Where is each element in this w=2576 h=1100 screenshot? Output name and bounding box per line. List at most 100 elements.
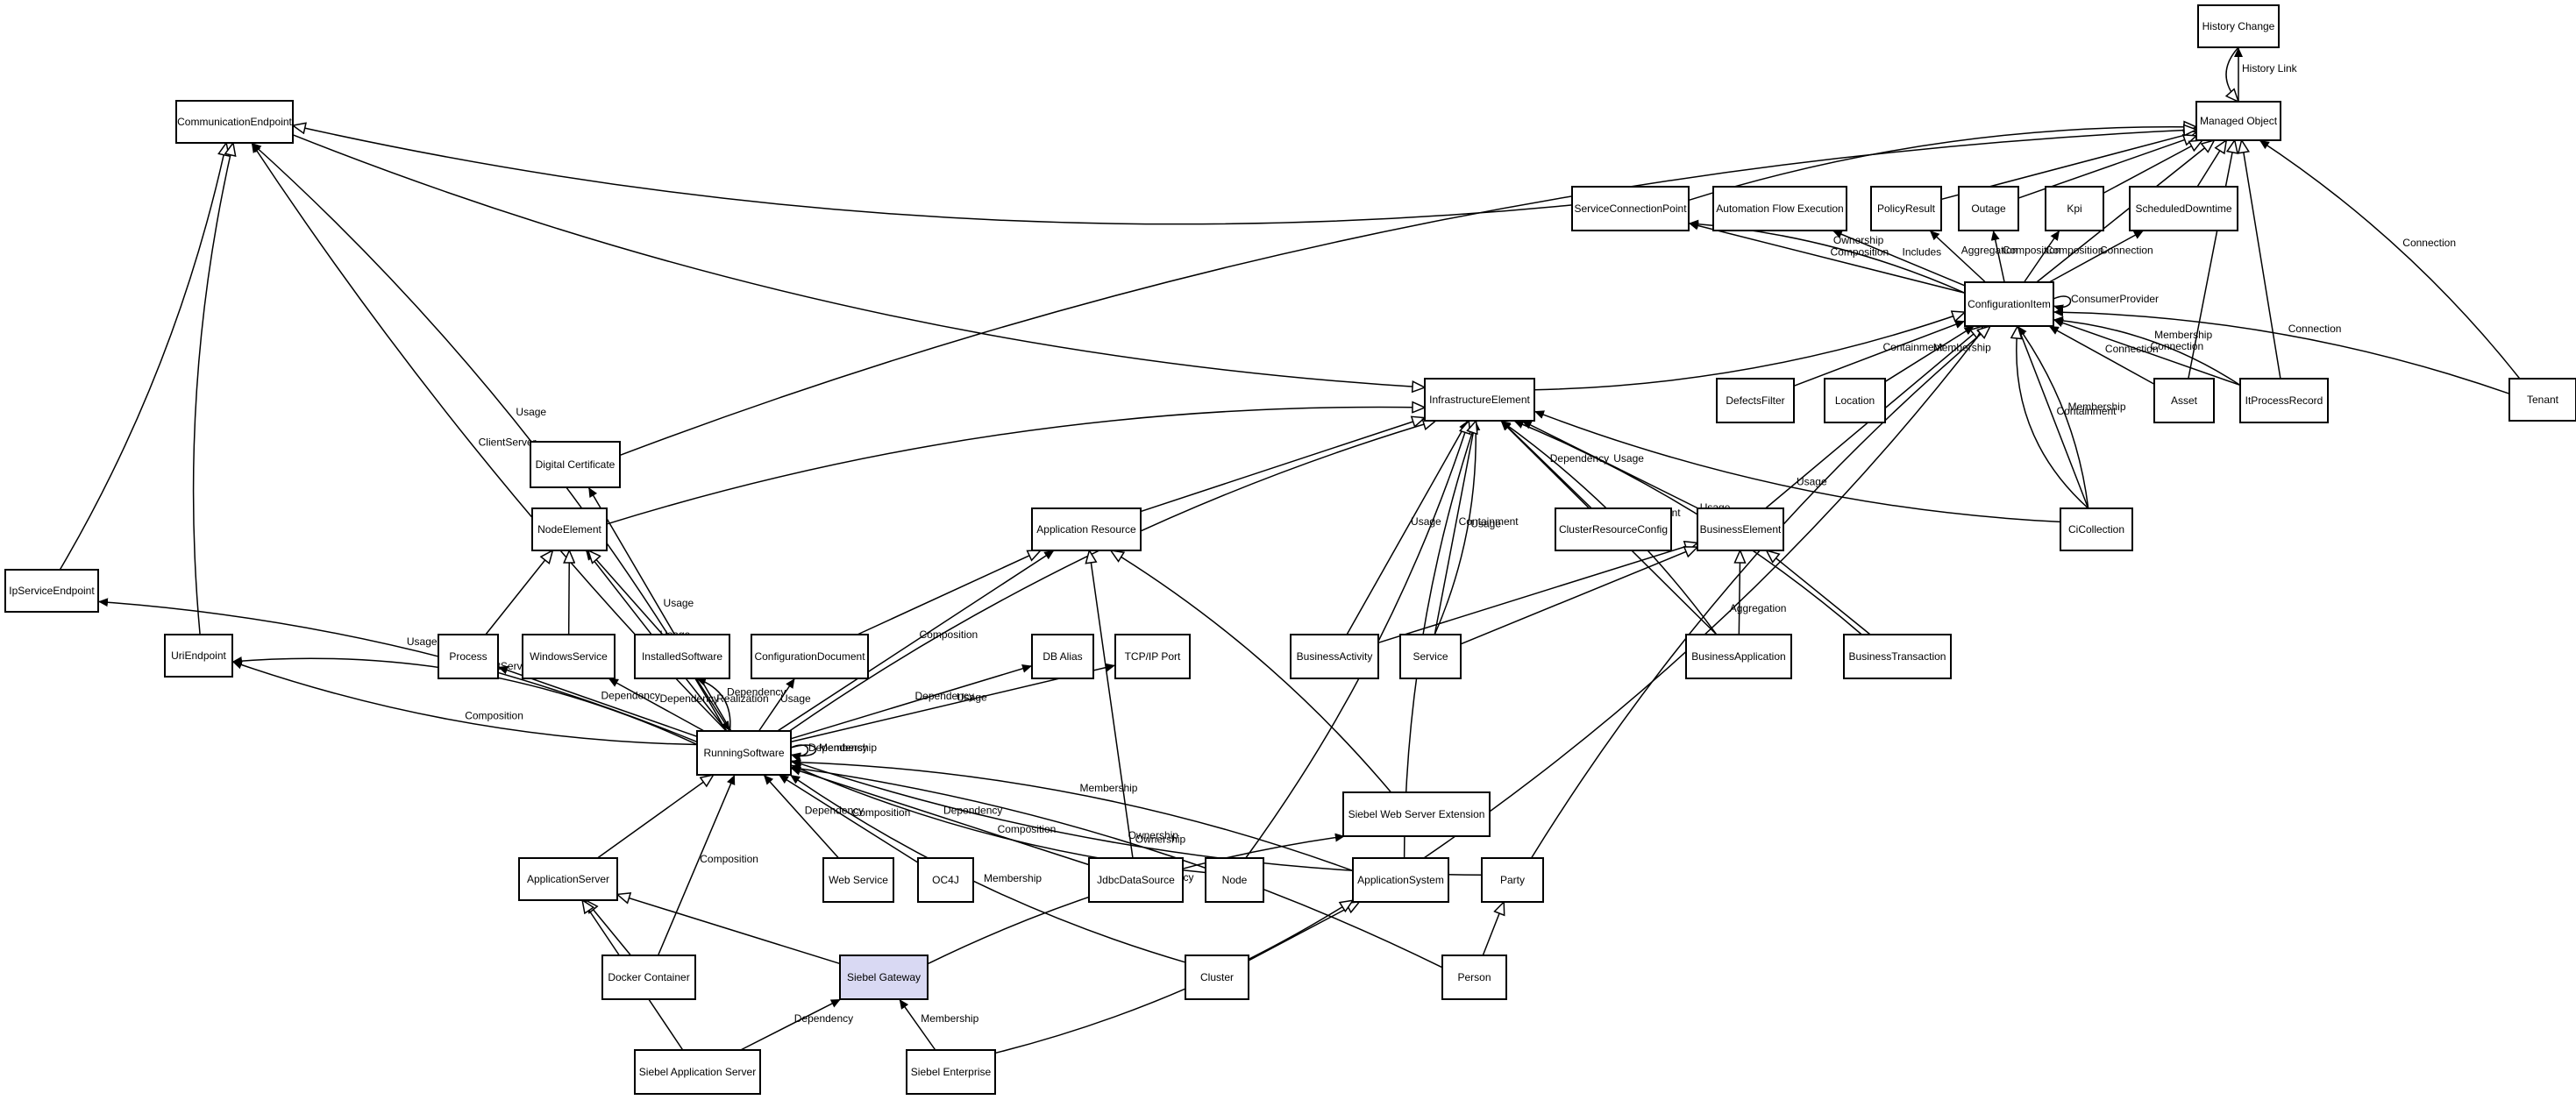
class-node-appsys[interactable]: ApplicationSystem <box>1352 857 1449 903</box>
class-box[interactable] <box>917 857 974 903</box>
class-node-ipse[interactable]: IpServiceEndpoint <box>4 569 99 613</box>
class-box[interactable] <box>4 569 99 613</box>
class-box[interactable] <box>1205 857 1264 903</box>
class-box[interactable] <box>175 100 294 144</box>
class-node-crc[interactable]: ClusterResourceConfig <box>1555 507 1672 551</box>
class-box[interactable] <box>530 441 621 488</box>
class-node-kpi[interactable]: Kpi <box>2045 186 2104 231</box>
class-box[interactable] <box>822 857 894 903</box>
class-box[interactable] <box>634 634 730 679</box>
class-node-asset[interactable]: Asset <box>2153 378 2215 423</box>
class-node-ws[interactable]: WindowsService <box>522 634 616 679</box>
class-box[interactable] <box>1697 507 1784 551</box>
class-box[interactable] <box>164 634 233 678</box>
class-box[interactable] <box>1424 378 1535 422</box>
class-node-websvc[interactable]: Web Service <box>822 857 894 903</box>
class-box[interactable] <box>438 634 499 679</box>
class-box[interactable] <box>1481 857 1544 903</box>
class-box[interactable] <box>1114 634 1191 679</box>
class-node-sas[interactable]: Siebel Application Server <box>634 1049 761 1095</box>
class-box[interactable] <box>1716 378 1795 423</box>
class-node-se[interactable]: Siebel Enterprise <box>906 1049 996 1095</box>
class-node-dba[interactable]: DB Alias <box>1031 634 1094 679</box>
class-box[interactable] <box>2060 507 2133 551</box>
inheritance-line <box>1377 543 1697 644</box>
class-box[interactable] <box>1185 955 1249 1000</box>
class-box[interactable] <box>518 857 618 901</box>
class-node-uri[interactable]: UriEndpoint <box>164 634 233 678</box>
class-box[interactable] <box>1441 955 1507 1000</box>
class-box[interactable] <box>2045 186 2104 231</box>
class-node-as[interactable]: ApplicationServer <box>518 857 618 901</box>
class-box[interactable] <box>1712 186 1847 231</box>
class-node-dc[interactable]: Digital Certificate <box>530 441 621 488</box>
class-node-cic[interactable]: CiCollection <box>2060 507 2133 551</box>
class-node-is[interactable]: InstalledSoftware <box>634 634 730 679</box>
class-box[interactable] <box>1342 791 1491 837</box>
class-box[interactable] <box>531 507 608 551</box>
class-node-history[interactable]: History Change <box>2197 4 2280 48</box>
class-node-outage[interactable]: Outage <box>1958 186 2019 231</box>
class-node-sd[interactable]: ScheduledDowntime <box>2129 186 2238 231</box>
class-box[interactable] <box>2197 4 2280 48</box>
class-box[interactable] <box>1399 634 1462 679</box>
class-box[interactable] <box>1843 634 1952 679</box>
edge-history-to-mo <box>2226 46 2238 102</box>
class-node-tenant[interactable]: Tenant <box>2508 378 2576 422</box>
class-node-ne[interactable]: NodeElement <box>531 507 608 551</box>
class-box[interactable] <box>1352 857 1449 903</box>
class-box[interactable] <box>601 955 696 1000</box>
class-node-pr[interactable]: PolicyResult <box>1870 186 1942 231</box>
class-node-scp[interactable]: ServiceConnectionPoint <box>1571 186 1690 231</box>
class-node-rs[interactable]: RunningSoftware <box>696 730 792 776</box>
class-node-afe[interactable]: Automation Flow Execution <box>1712 186 1847 231</box>
class-node-party[interactable]: Party <box>1481 857 1544 903</box>
class-node-oc4j[interactable]: OC4J <box>917 857 974 903</box>
class-box[interactable] <box>839 955 929 1000</box>
class-node-ie[interactable]: InfrastructureElement <box>1424 378 1535 422</box>
class-box[interactable] <box>1870 186 1942 231</box>
class-node-svc[interactable]: Service <box>1399 634 1462 679</box>
class-node-cluster[interactable]: Cluster <box>1185 955 1249 1000</box>
class-node-person[interactable]: Person <box>1441 955 1507 1000</box>
class-node-node[interactable]: Node <box>1205 857 1264 903</box>
class-node-docker[interactable]: Docker Container <box>601 955 696 1000</box>
class-box[interactable] <box>634 1049 761 1095</box>
class-box[interactable] <box>696 730 792 776</box>
class-node-loc[interactable]: Location <box>1824 378 1886 423</box>
class-box[interactable] <box>1824 378 1886 423</box>
class-node-ba[interactable]: BusinessActivity <box>1290 634 1379 679</box>
class-box[interactable] <box>2508 378 2576 422</box>
class-box[interactable] <box>522 634 616 679</box>
class-node-tcp[interactable]: TCP/IP Port <box>1114 634 1191 679</box>
class-node-df[interactable]: DefectsFilter <box>1716 378 1795 423</box>
class-box[interactable] <box>2153 378 2215 423</box>
class-box[interactable] <box>1031 507 1142 551</box>
class-box[interactable] <box>1571 186 1690 231</box>
class-box[interactable] <box>2239 378 2329 423</box>
class-box[interactable] <box>1958 186 2019 231</box>
class-box[interactable] <box>906 1049 996 1095</box>
class-box[interactable] <box>1088 857 1184 903</box>
class-node-ci[interactable]: ConfigurationItem <box>1964 281 2054 327</box>
class-box[interactable] <box>2129 186 2238 231</box>
class-node-swse[interactable]: Siebel Web Server Extension <box>1342 791 1491 837</box>
class-node-cd[interactable]: ConfigurationDocument <box>751 634 869 679</box>
class-node-be[interactable]: BusinessElement <box>1697 507 1784 551</box>
class-node-mo[interactable]: Managed Object <box>2195 101 2281 141</box>
class-node-ce[interactable]: CommunicationEndpoint <box>175 100 294 144</box>
class-node-jds[interactable]: JdbcDataSource <box>1088 857 1184 903</box>
class-box[interactable] <box>1685 634 1792 679</box>
class-box[interactable] <box>1290 634 1379 679</box>
class-node-itpr[interactable]: ItProcessRecord <box>2239 378 2329 423</box>
class-box[interactable] <box>1031 634 1094 679</box>
class-node-proc[interactable]: Process <box>438 634 499 679</box>
class-box[interactable] <box>751 634 869 679</box>
class-node-bapp[interactable]: BusinessApplication <box>1685 634 1792 679</box>
class-node-sg[interactable]: Siebel Gateway <box>839 955 929 1000</box>
class-node-bt[interactable]: BusinessTransaction <box>1843 634 1952 679</box>
class-box[interactable] <box>2195 101 2281 141</box>
class-box[interactable] <box>1555 507 1672 551</box>
class-box[interactable] <box>1964 281 2054 327</box>
class-node-ar[interactable]: Application Resource <box>1031 507 1142 551</box>
